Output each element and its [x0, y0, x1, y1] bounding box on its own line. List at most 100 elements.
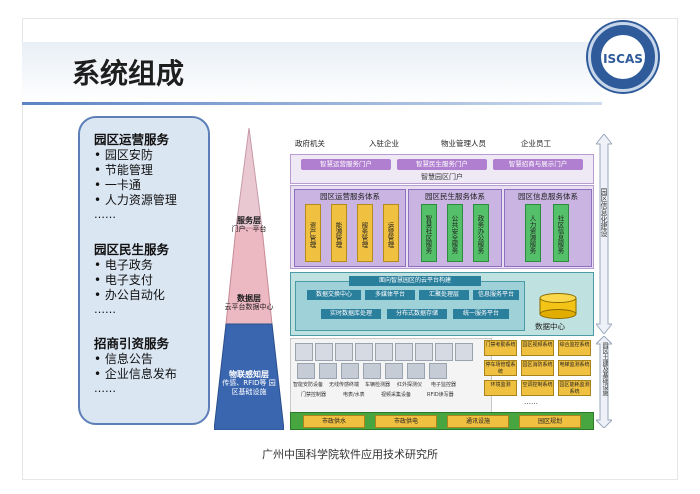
infrastructure-item: 通讯设施: [447, 415, 509, 428]
it-construction-arrow: [596, 134, 612, 334]
device-caption: 无线传感终端: [329, 382, 360, 388]
subsystem-box: 门禁考勤系统: [484, 340, 517, 356]
system-item: 服务管理: [357, 204, 373, 262]
subsystem-box: 园区能耗监测系统: [558, 380, 591, 396]
data-layer-label: 数据层云平台数据中心: [224, 294, 274, 311]
iscas-logo: ISCAS: [588, 22, 658, 92]
system-title: 园区信息服务体系: [518, 192, 578, 201]
device-icon: [315, 343, 333, 361]
infrastructure-bar: 市政供水 市政供电 通讯设施 园区规划: [290, 412, 594, 430]
device-caption: 车辆检测器: [365, 382, 391, 388]
infrastructure-label-wrap: 园区土建及基础设施: [596, 342, 612, 422]
system-item: 运营管理: [383, 204, 399, 262]
service-group-operation: 园区运营服务 园区安防 节能管理 一卡通 人力资源管理 ……: [94, 132, 177, 221]
service-group-livelihood: 园区民生服务 电子政务 电子支付 办公自动化 ……: [94, 242, 169, 316]
service-item: 办公自动化: [94, 288, 169, 303]
device-icon: [415, 343, 433, 361]
data-box: 数据交换中心: [307, 290, 361, 300]
device-icon: [375, 343, 393, 361]
data-box: 多媒体平台: [365, 290, 415, 300]
data-box: 汇聚处理层: [419, 290, 469, 300]
data-layer-panel: 面向智慧园区的云平台构建 数据交换中心 多媒体平台 汇聚处理层 信息服务平台 实…: [290, 272, 594, 336]
service-item: 企业信息发布: [94, 367, 177, 382]
device-caption: 红外探测仪: [397, 382, 423, 388]
it-construction-label-wrap: 园区信息化建设: [596, 188, 612, 278]
service-more: ……: [94, 208, 116, 221]
device-caption: 门禁控制器: [301, 392, 327, 398]
subsystem-box: 空调控制系统: [521, 380, 554, 396]
subsystem-box: 园区视频系统: [521, 340, 554, 356]
data-center-label: 数据中心: [535, 322, 565, 331]
service-item: 电子支付: [94, 273, 169, 288]
subsystem-grid: 门禁考勤系统 园区视频系统 综合监控系统 停车场管理系统 园区消防系统 电梯监测…: [484, 340, 592, 412]
system-item: 能源管理: [331, 204, 347, 262]
data-box: 分布式数据存储: [387, 309, 447, 319]
subsystem-box: 综合监控系统: [558, 340, 591, 356]
data-box: 统一服务平台: [453, 309, 509, 319]
system-livelihood: 园区民生服务体系 智慧社区服务 公共安全服务 政务办公服务: [408, 189, 502, 267]
system-item: 智慧社区服务: [421, 204, 437, 262]
device-icon: [395, 343, 413, 361]
infrastructure-label: 园区土建及基础设施: [601, 342, 608, 396]
logo-text: ISCAS: [603, 52, 643, 66]
system-information: 园区信息服务体系 人力资源服务 社区信息服务: [504, 189, 592, 267]
cloud-platform-box: [295, 281, 525, 331]
infrastructure-item: 市政供水: [303, 415, 365, 428]
top-roles: 政府机关 入驻企业 物业管理人员 企业员工: [291, 136, 591, 150]
device-icon: [297, 363, 315, 379]
service-item: 一卡通: [94, 178, 177, 193]
device-icon: [335, 343, 353, 361]
system-title: 园区民生服务体系: [425, 192, 485, 201]
device-caption: 智能安防设备: [293, 382, 324, 388]
role-label: 入驻企业: [369, 139, 399, 148]
service-systems-row: 园区运营服务体系 资产管理 能源管理 服务管理 运营管理 园区民生服务体系 智慧…: [290, 185, 594, 269]
title-band: [22, 42, 602, 104]
data-box: 信息服务平台: [473, 290, 519, 300]
service-group-title: 园区民生服务: [94, 242, 170, 257]
system-item: 人力资源服务: [525, 204, 541, 262]
perception-layer-label: 物联感知层传感、RFID等 园区基础设施: [222, 370, 276, 396]
page-title: 系统组成: [72, 57, 185, 90]
device-panel: 智能安防设备 无线传感终端 车辆检测器 红外探测仪 电子监控器 门禁控制器 电表…: [290, 338, 492, 426]
device-icon: [429, 363, 447, 379]
device-icon: [385, 363, 403, 379]
role-label: 物业管理人员: [441, 139, 486, 148]
system-item: 政务办公服务: [473, 204, 489, 262]
device-icon: [295, 343, 313, 361]
device-icon: [407, 363, 425, 379]
device-caption: 视频采集设备: [381, 392, 412, 398]
subsystem-box: 园区消防系统: [521, 360, 554, 376]
architecture-diagram: 服务层门户、平台 数据层云平台数据中心 物联感知层传感、RFID等 园区基础设施…: [214, 128, 614, 430]
service-layer-label: 服务层门户、平台: [231, 216, 267, 233]
infrastructure-item: 园区规划: [519, 415, 581, 428]
service-item: 节能管理: [94, 163, 177, 178]
title-underline: [22, 102, 602, 105]
role-label: 企业员工: [521, 139, 551, 148]
subsystem-box: 环境监测: [484, 380, 517, 396]
subsystem-box: 电梯监测系统: [558, 360, 591, 376]
portal-label: 智慧园区门户: [421, 173, 463, 181]
it-construction-label: 园区信息化建设: [600, 188, 608, 237]
subsystem-box: 停车场管理系统: [484, 360, 517, 376]
device-icon: [341, 363, 359, 379]
portal-box: 智慧民生服务门户: [397, 159, 487, 170]
portal-row: 智慧运营服务门户 智慧民生服务门户 智慧招商与展示门户 智慧园区门户: [290, 154, 594, 184]
service-more: ……: [94, 382, 116, 395]
service-more: ……: [94, 303, 116, 316]
portal-box: 智慧运营服务门户: [301, 159, 391, 170]
device-caption: 电子监控器: [431, 382, 457, 388]
layer-pyramid: [214, 128, 284, 430]
system-operation: 园区运营服务体系 资产管理 能源管理 服务管理 运营管理: [294, 189, 406, 267]
system-title: 园区运营服务体系: [320, 192, 380, 201]
device-icon: [435, 343, 453, 361]
system-item: 公共安全服务: [447, 204, 463, 262]
cloud-platform-title: 面向智慧园区的云平台构建: [349, 276, 481, 286]
infrastructure-item: 市政供电: [375, 415, 437, 428]
services-panel: 园区运营服务 园区安防 节能管理 一卡通 人力资源管理 …… 园区民生服务 电子…: [78, 116, 210, 425]
portal-box: 智慧招商与展示门户: [493, 159, 583, 170]
database-icon: [539, 293, 577, 319]
service-item: 园区安防: [94, 148, 177, 163]
device-icon: [355, 343, 373, 361]
device-caption: RFID读写器: [427, 392, 454, 398]
service-item: 信息公告: [94, 352, 177, 367]
